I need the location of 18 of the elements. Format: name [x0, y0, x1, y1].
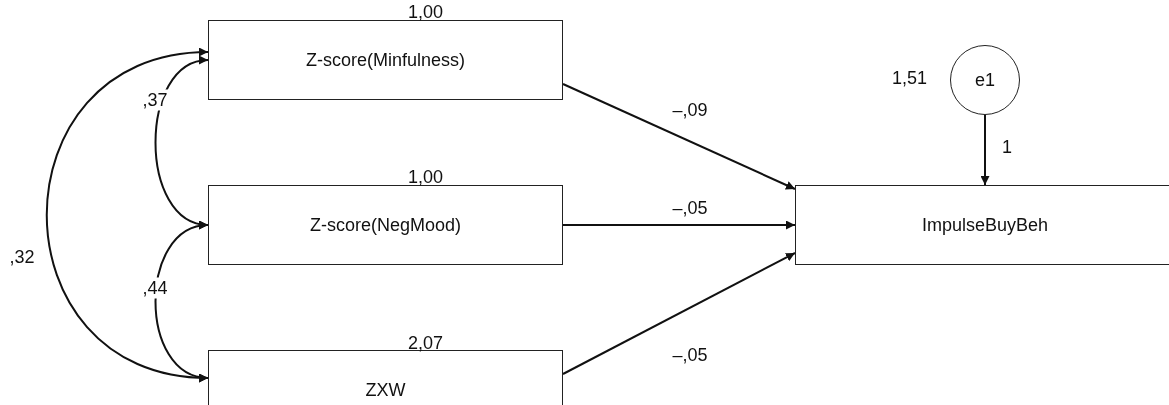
variance-value: 1,00 — [408, 2, 444, 23]
variance-value: 1,51 — [892, 68, 928, 89]
variable-box — [208, 20, 563, 100]
variance-value: 1,00 — [408, 167, 444, 188]
path-arrow — [980, 114, 990, 186]
variable-name: e1 — [975, 69, 995, 91]
path-arrow — [562, 220, 796, 230]
variable-name: Z-score(Minfulness) — [306, 49, 465, 71]
covariance-arrow — [154, 57, 209, 228]
path-arrow — [562, 252, 796, 375]
path-arrow — [562, 83, 796, 190]
variable-box — [208, 185, 563, 265]
variance-value: 2,07 — [408, 333, 444, 354]
variable-name: Z-score(NegMood) — [309, 214, 461, 236]
variable-name: ImpulseBuyBeh — [921, 214, 1049, 236]
covariance-arrow — [45, 48, 209, 382]
variable-box — [795, 185, 1169, 265]
variable-name: ZXW — [365, 379, 406, 401]
